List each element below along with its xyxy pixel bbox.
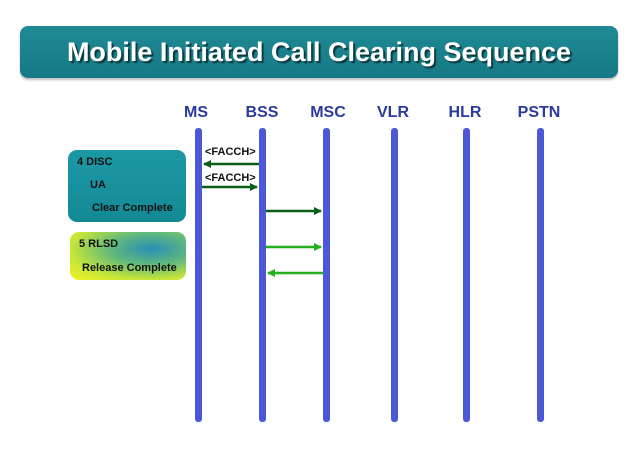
message-label-disc: 4 DISC — [77, 156, 113, 168]
lifeline-ms — [195, 128, 202, 422]
lifeline-pstn — [537, 128, 544, 422]
message-label-clear-complete: Clear Complete — [92, 202, 173, 214]
entity-label-pstn: PSTN — [517, 104, 561, 121]
message-label-release-complete: Release Complete — [82, 262, 177, 274]
message-label-ua: UA — [90, 179, 106, 191]
entity-label-hlr: HLR — [448, 104, 482, 121]
entity-label-bss: BSS — [245, 104, 279, 121]
lifeline-bss — [259, 128, 266, 422]
channel-label-facch-1: <FACCH> — [205, 146, 256, 158]
page-title: Mobile Initiated Call Clearing Sequence — [66, 37, 572, 67]
entity-label-vlr: VLR — [377, 104, 409, 121]
message-group-disc: 4 DISC UA Clear Complete — [68, 150, 186, 222]
entity-label-ms: MS — [184, 104, 208, 121]
title-banner: Mobile Initiated Call Clearing Sequence — [20, 26, 618, 78]
lifeline-vlr — [391, 128, 398, 422]
message-label-rlsd: 5 RLSD — [79, 238, 119, 250]
entity-label-msc: MSC — [310, 104, 346, 121]
lifeline-msc — [323, 128, 330, 422]
channel-label-facch-2: <FACCH> — [205, 172, 256, 184]
lifeline-hlr — [463, 128, 470, 422]
message-group-rlsd: 5 RLSD Release Complete — [70, 232, 186, 280]
